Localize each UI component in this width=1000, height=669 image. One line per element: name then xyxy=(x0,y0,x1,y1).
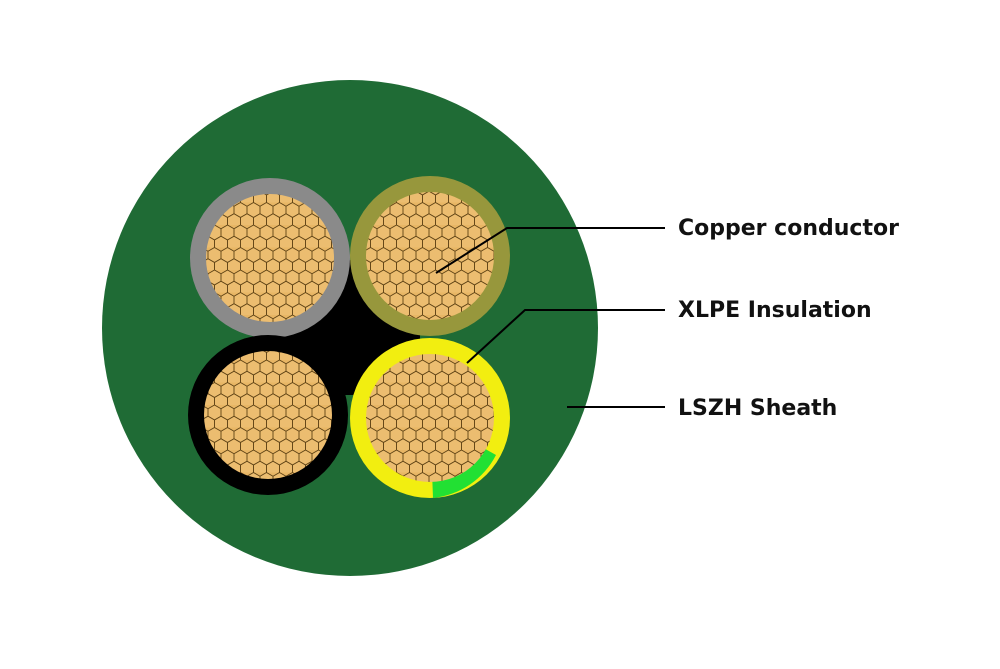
copper-conductor-1 xyxy=(206,194,334,322)
label-lszh-sheath: LSZH Sheath xyxy=(678,396,837,421)
copper-conductor-4 xyxy=(366,354,494,482)
leader-line-insulation xyxy=(466,309,665,364)
label-copper-conductor: Copper conductor xyxy=(678,216,899,241)
leader-lines xyxy=(435,227,665,408)
leader-line-conductor xyxy=(435,227,665,274)
label-xlpe-insulation: XLPE Insulation xyxy=(678,298,872,323)
copper-conductor-3 xyxy=(204,351,332,479)
copper-conductor-2 xyxy=(366,192,494,320)
